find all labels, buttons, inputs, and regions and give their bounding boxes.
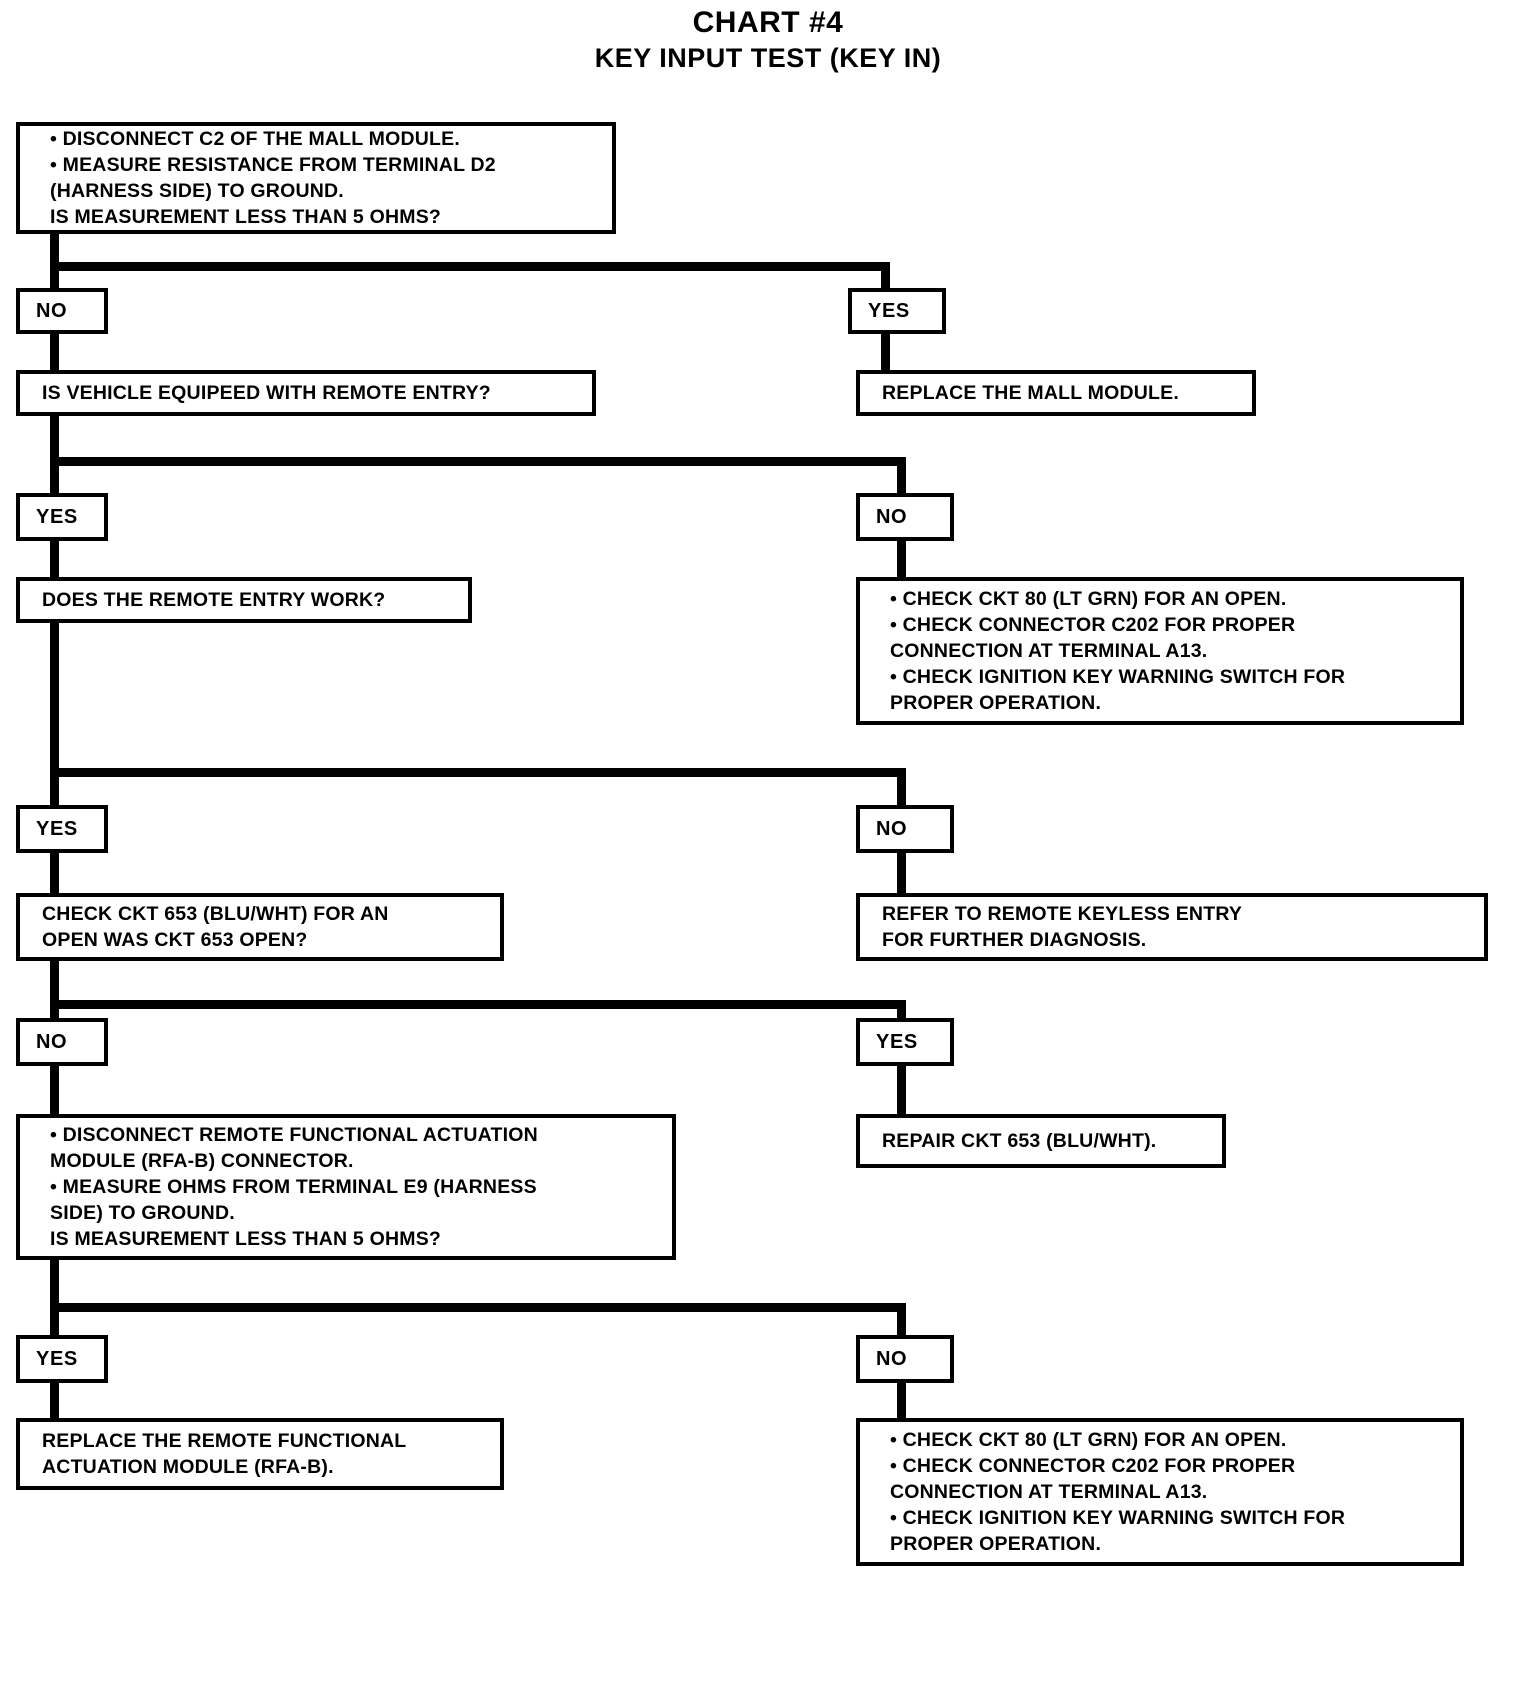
node-check-ckt-653-question[interactable]: CHECK CKT 653 (BLU/WHT) FOR AN OPEN WAS …: [16, 893, 504, 961]
branch-label-yes-1[interactable]: YES: [848, 288, 946, 334]
branch-label-no-5[interactable]: NO: [856, 1335, 954, 1383]
connector-q3-down: [50, 620, 59, 820]
node-check-ckt-80-a-text: • CHECK CKT 80 (LT GRN) FOR AN OPEN. • C…: [890, 588, 1346, 714]
node-rfa-b-measure-decision[interactable]: • DISCONNECT REMOTE FUNCTIONAL ACTUATION…: [16, 1114, 676, 1260]
connector-yes2-down: [50, 537, 59, 581]
branch-label-no-2[interactable]: NO: [856, 493, 954, 541]
node-remote-entry-work-question[interactable]: DOES THE REMOTE ENTRY WORK?: [16, 577, 472, 623]
node-rfa-b-measure-decision-text: • DISCONNECT REMOTE FUNCTIONAL ACTUATION…: [50, 1124, 538, 1250]
connector-no3-down: [897, 851, 906, 897]
connector-no2-down: [897, 537, 906, 581]
page-subtitle: KEY INPUT TEST (KEY IN): [594, 43, 942, 73]
connector-branch2-horizontal: [50, 457, 906, 466]
branch-label-no-4[interactable]: NO: [16, 1018, 108, 1066]
node-refer-remote-keyless-entry-text: REFER TO REMOTE KEYLESS ENTRY FOR FURTHE…: [882, 903, 1243, 951]
node-start-decision-text: • DISCONNECT C2 OF THE MALL MODULE. • ME…: [50, 128, 496, 228]
connector-branch3-right-down: [897, 768, 906, 808]
node-remote-entry-work-question-text: DOES THE REMOTE ENTRY WORK?: [42, 589, 386, 611]
page-title: CHART #4: [692, 6, 844, 39]
branch-label-no-1[interactable]: NO: [16, 288, 108, 334]
node-check-ckt-80-b-text: • CHECK CKT 80 (LT GRN) FOR AN OPEN. • C…: [890, 1429, 1346, 1555]
connector-branch1-right-down: [881, 262, 890, 292]
connector-yes5-down: [50, 1380, 59, 1422]
branch-label-yes-3-text: YES: [36, 817, 78, 840]
node-check-ckt-80-b[interactable]: • CHECK CKT 80 (LT GRN) FOR AN OPEN. • C…: [856, 1418, 1464, 1566]
branch-label-no-1-text: NO: [36, 299, 68, 322]
node-replace-rfa-b-text: REPLACE THE REMOTE FUNCTIONAL ACTUATION …: [42, 1430, 407, 1478]
connector-branch2-right-down: [897, 457, 906, 497]
node-start-decision[interactable]: • DISCONNECT C2 OF THE MALL MODULE. • ME…: [16, 122, 616, 234]
connector-yes3-down: [50, 851, 59, 897]
branch-label-yes-2[interactable]: YES: [16, 493, 108, 541]
branch-label-yes-4-text: YES: [876, 1030, 918, 1053]
branch-label-yes-5[interactable]: YES: [16, 1335, 108, 1383]
connector-no5-down: [897, 1380, 906, 1422]
node-check-ckt-653-question-text: CHECK CKT 653 (BLU/WHT) FOR AN OPEN WAS …: [42, 903, 389, 951]
node-repair-ckt-653[interactable]: REPAIR CKT 653 (BLU/WHT).: [856, 1114, 1226, 1168]
connector-branch1-horizontal: [50, 262, 890, 271]
branch-label-yes-5-text: YES: [36, 1347, 78, 1370]
connector-yes4-down: [897, 1062, 906, 1116]
branch-label-yes-3[interactable]: YES: [16, 805, 108, 853]
connector-branch4-right-down: [897, 1000, 906, 1022]
branch-label-no-3[interactable]: NO: [856, 805, 954, 853]
node-replace-mall-module-text: REPLACE THE MALL MODULE.: [882, 382, 1179, 404]
node-remote-entry-question[interactable]: IS VEHICLE EQUIPEED WITH REMOTE ENTRY?: [16, 370, 596, 416]
branch-label-no-2-text: NO: [876, 505, 908, 528]
node-replace-mall-module[interactable]: REPLACE THE MALL MODULE.: [856, 370, 1256, 416]
connector-no1-down: [50, 330, 59, 372]
node-remote-entry-question-text: IS VEHICLE EQUIPEED WITH REMOTE ENTRY?: [42, 382, 491, 404]
branch-label-yes-1-text: YES: [868, 299, 910, 322]
connector-start-down: [50, 230, 59, 290]
branch-label-no-4-text: NO: [36, 1030, 68, 1053]
connector-yes1-down: [881, 330, 890, 372]
node-refer-remote-keyless-entry[interactable]: REFER TO REMOTE KEYLESS ENTRY FOR FURTHE…: [856, 893, 1488, 961]
connector-branch3-horizontal: [50, 768, 906, 777]
connector-branch4-horizontal: [50, 1000, 906, 1009]
node-repair-ckt-653-text: REPAIR CKT 653 (BLU/WHT).: [882, 1130, 1157, 1152]
branch-label-yes-2-text: YES: [36, 505, 78, 528]
branch-label-no-5-text: NO: [876, 1347, 908, 1370]
branch-label-yes-4[interactable]: YES: [856, 1018, 954, 1066]
node-check-ckt-80-a[interactable]: • CHECK CKT 80 (LT GRN) FOR AN OPEN. • C…: [856, 577, 1464, 725]
connector-no4-down: [50, 1062, 59, 1116]
node-replace-rfa-b[interactable]: REPLACE THE REMOTE FUNCTIONAL ACTUATION …: [16, 1418, 504, 1490]
connector-branch5-horizontal: [50, 1303, 906, 1312]
branch-label-no-3-text: NO: [876, 817, 908, 840]
connector-branch5-right-down: [897, 1303, 906, 1341]
